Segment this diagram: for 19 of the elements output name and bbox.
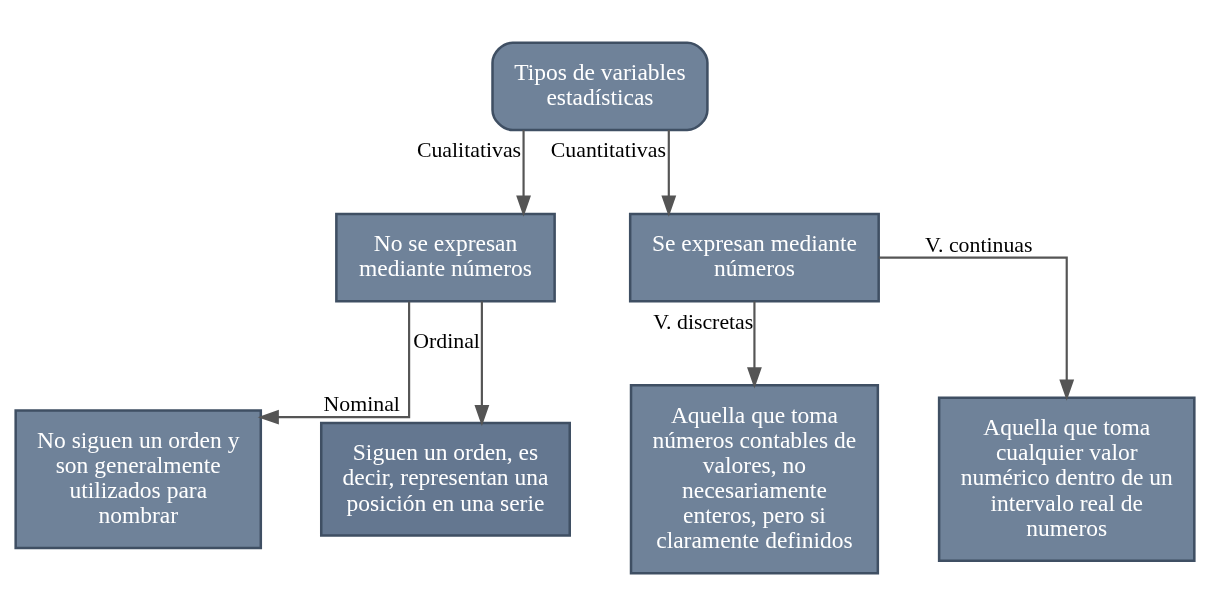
node-box: Aquella que toma números contables de valores, no necesariamente enteros, pero si claramente definidos — [629, 383, 880, 575]
node-box: No se expresan mediante números — [335, 212, 556, 303]
arrow — [257, 301, 411, 425]
node-box: Se expresan mediante números — [628, 212, 880, 303]
edge-label: Cuantitativas — [550, 137, 666, 162]
edge-label: V. discretas — [653, 309, 754, 334]
node-box: Tipos de variables estadísticas — [491, 40, 709, 131]
arrow — [878, 256, 1075, 401]
arrow — [474, 300, 490, 426]
edge-label: Nominal — [323, 391, 400, 416]
edge-label: Cualitativas — [416, 137, 522, 162]
node-box: Aquella que toma cualquier valor numérico dentro de un intervalo real de numeros — [937, 396, 1196, 562]
edge-label: Ordinal — [413, 328, 480, 353]
arrow — [661, 129, 677, 217]
edge-label: V. continuas — [925, 232, 1033, 257]
arrow — [747, 300, 762, 388]
arrow — [516, 129, 531, 217]
node-box: Siguen un orden, es decir, representan una posición en una serie — [320, 421, 571, 537]
node-box: No siguen un orden y son generalmente utilizados para nombrar — [14, 408, 263, 549]
